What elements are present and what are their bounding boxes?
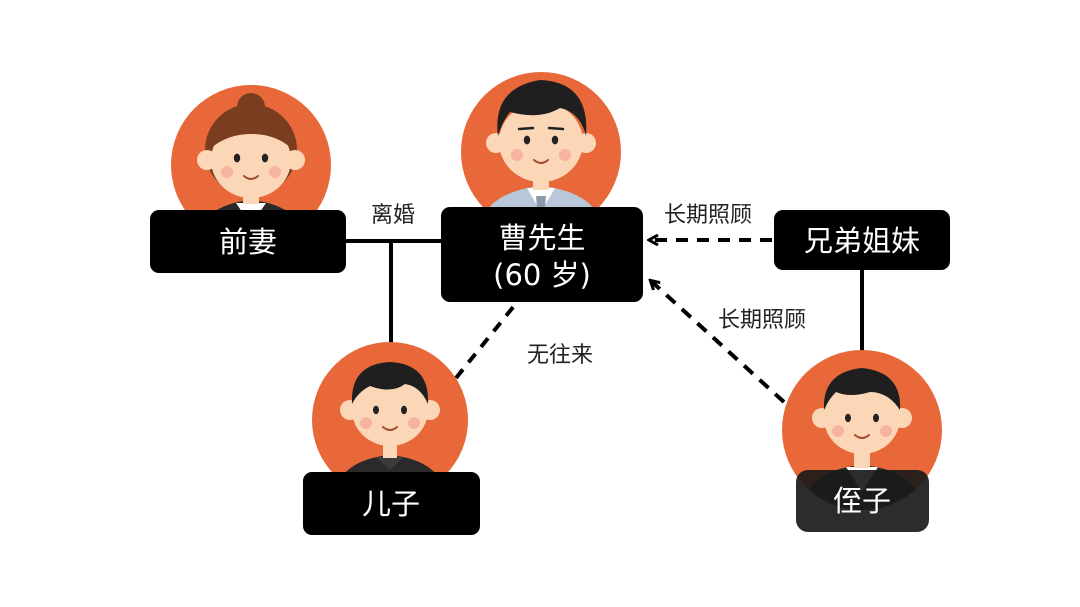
ex-wife-label: 前妻	[219, 225, 277, 259]
mr-cao-node: 曹先生 (60 岁)	[441, 207, 643, 302]
connectors	[346, 240, 864, 404]
mr-cao-age: (60 岁)	[493, 258, 591, 292]
nephew-label: 侄子	[833, 484, 891, 518]
ex-wife-node: 前妻	[150, 210, 346, 273]
siblings-node: 兄弟姐妹	[774, 210, 950, 270]
siblings-care-label: 长期照顾	[664, 203, 752, 228]
nephew-care-arrow	[651, 281, 786, 404]
son-no-contact-label: 无往来	[527, 343, 593, 368]
siblings-label: 兄弟姐妹	[804, 224, 920, 258]
son-no-contact-line	[454, 304, 516, 380]
mr-cao-name: 曹先生	[498, 221, 585, 255]
son-node: 儿子	[303, 472, 480, 535]
nephew-care-label: 长期照顾	[718, 308, 806, 333]
son-label: 儿子	[362, 487, 420, 521]
nephew-node: 侄子	[796, 470, 929, 532]
ex-wife-avatar	[171, 85, 331, 245]
divorce-relation-label: 离婚	[371, 203, 415, 228]
